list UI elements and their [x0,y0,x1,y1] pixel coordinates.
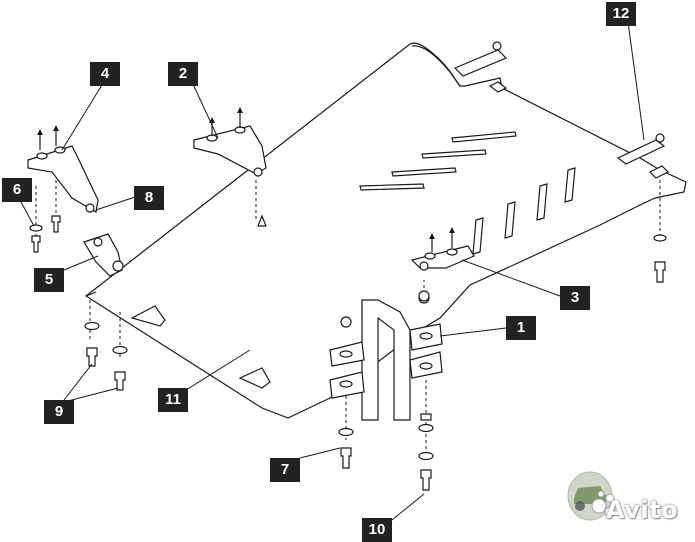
washer-6 [29,224,43,232]
callout-11: 11 [158,388,188,412]
bolt-9b [114,371,126,391]
bracket-3 [410,245,475,271]
bolt-12 [654,261,666,283]
washer-9b [112,345,128,355]
bolt-9a [86,347,98,367]
callout-8: 8 [134,186,164,210]
crossmember-1 [329,292,443,421]
bolt-8 [51,215,61,233]
callout-10: 10 [362,518,392,542]
avito-dots-icon [591,490,616,518]
leader-lines [19,21,645,521]
washer-7 [338,427,354,437]
fasteners [29,215,667,491]
callout-9: 9 [44,400,74,424]
nut-top [418,290,430,302]
watermark-brand: Avito [606,496,679,524]
callout-2: 2 [168,62,198,86]
callout-7: 7 [270,458,300,482]
callout-6: 6 [2,178,32,202]
washer-10b [418,451,434,461]
rear-strap-12 [453,41,670,179]
callout-5: 5 [34,268,64,292]
washer-9a [84,321,100,331]
callout-12: 12 [606,2,636,26]
fastener-axes [35,180,661,460]
bracket-2 [193,125,267,177]
callout-1: 1 [506,316,536,340]
fastener-arrows [37,107,455,252]
bolt-10b [420,413,432,421]
skid-plate [84,42,687,419]
callout-3: 3 [560,286,590,310]
callout-4: 4 [90,62,120,86]
watermark [567,471,616,521]
bracket-5 [83,233,124,277]
washer-12 [653,234,667,242]
bracket-4 [27,145,99,213]
bolt-6 [31,235,41,253]
bolt-10 [420,469,432,491]
washer-10 [418,423,434,433]
bolt-7 [340,447,352,469]
